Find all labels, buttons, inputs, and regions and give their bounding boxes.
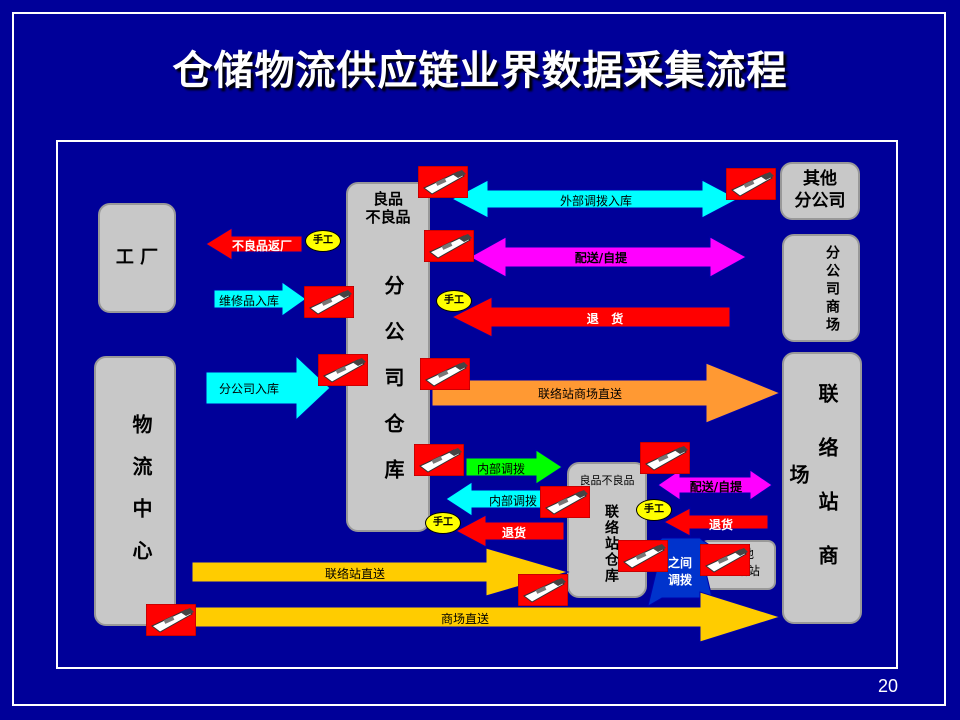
manual-ellipse-icon: 手工	[425, 512, 461, 534]
barcode-scanner-icon	[700, 544, 750, 576]
other-branch-label: 其他 分公司	[794, 169, 846, 211]
manual-ellipse-icon: 手工	[636, 499, 672, 521]
label-branch-in: 分公司入库	[218, 382, 279, 396]
arrow-delivery-pickup-1	[468, 236, 748, 278]
manual-ellipse-icon: 手工	[436, 290, 472, 312]
barcode-scanner-icon	[418, 166, 468, 198]
arrow-repair-in	[213, 281, 307, 317]
station-goods-label: 良品不良品	[579, 474, 635, 487]
label-mall-direct: 商场直送	[440, 612, 489, 626]
label-repair-in: 维修品入库	[218, 294, 279, 308]
label-station-mall-direct: 联络站商场直送	[537, 387, 622, 401]
branch-mall-label: 分公司商场	[824, 245, 840, 335]
slide-title: 仓储物流供应链业界数据采集流程	[172, 48, 788, 94]
label-delivery-pickup-1: 配送/自提	[574, 251, 628, 265]
station-mall-label: 联络站商场	[786, 383, 839, 599]
branch-warehouse-label: 分公司仓库	[381, 275, 405, 505]
barcode-scanner-icon	[318, 354, 368, 386]
barcode-scanner-icon	[424, 230, 474, 262]
label-return-1: 退 货	[586, 312, 624, 326]
factory-box: 工 厂	[98, 203, 176, 313]
barcode-scanner-icon	[640, 442, 690, 474]
diagram-frame	[56, 140, 898, 669]
arrow-defective-return	[205, 227, 303, 261]
barcode-scanner-icon	[518, 574, 568, 606]
arrow-branch-in	[205, 354, 331, 422]
station-mall-box: 联络站商场	[782, 352, 862, 624]
other-branch-box: 其他 分公司	[780, 162, 860, 220]
label-between-transfer: 之间 调拨	[667, 556, 692, 587]
arrow-station-mall-direct	[431, 362, 782, 424]
slide-border	[12, 12, 946, 706]
arrow-mall-direct	[181, 591, 782, 643]
label-internal-transfer-1: 内部调拨	[476, 462, 525, 476]
arrow-internal-transfer-1	[465, 449, 563, 485]
label-delivery-pickup-2: 配送/自提	[689, 480, 743, 494]
barcode-scanner-icon	[414, 444, 464, 476]
logistics-center-label: 物流中心	[129, 414, 153, 582]
barcode-scanner-icon	[304, 286, 354, 318]
arrow-delivery-pickup-2	[657, 469, 773, 501]
barcode-scanner-icon	[146, 604, 196, 636]
branch-mall-box: 分公司商场	[782, 234, 860, 342]
station-warehouse-label: 联络站仓库	[603, 504, 619, 584]
barcode-scanner-icon	[540, 486, 590, 518]
label-external-transfer: 外部调拨入库	[559, 194, 632, 208]
barcode-scanner-icon	[726, 168, 776, 200]
barcode-scanner-icon	[618, 540, 668, 572]
barcode-scanner-icon	[420, 358, 470, 390]
label-return-3: 退货	[708, 518, 733, 532]
arrow-return-1	[450, 296, 731, 338]
arrow-return-2	[454, 514, 565, 548]
arrow-return-3	[662, 507, 769, 537]
factory-label: 工 厂	[115, 247, 159, 268]
logistics-center-box: 物流中心	[94, 356, 176, 626]
page-number: 20	[878, 676, 899, 696]
label-station-direct: 联络站直送	[324, 567, 385, 581]
station-warehouse-box: 良品不良品 联络站仓库	[567, 462, 647, 598]
label-internal-transfer-2: 内部调拨	[488, 494, 537, 508]
branch-goods-label: 良品 不良品	[365, 190, 411, 226]
label-return-2: 退货	[501, 526, 526, 540]
label-defective-return: 不良品返厂	[231, 239, 292, 253]
manual-ellipse-icon: 手工	[305, 230, 341, 252]
